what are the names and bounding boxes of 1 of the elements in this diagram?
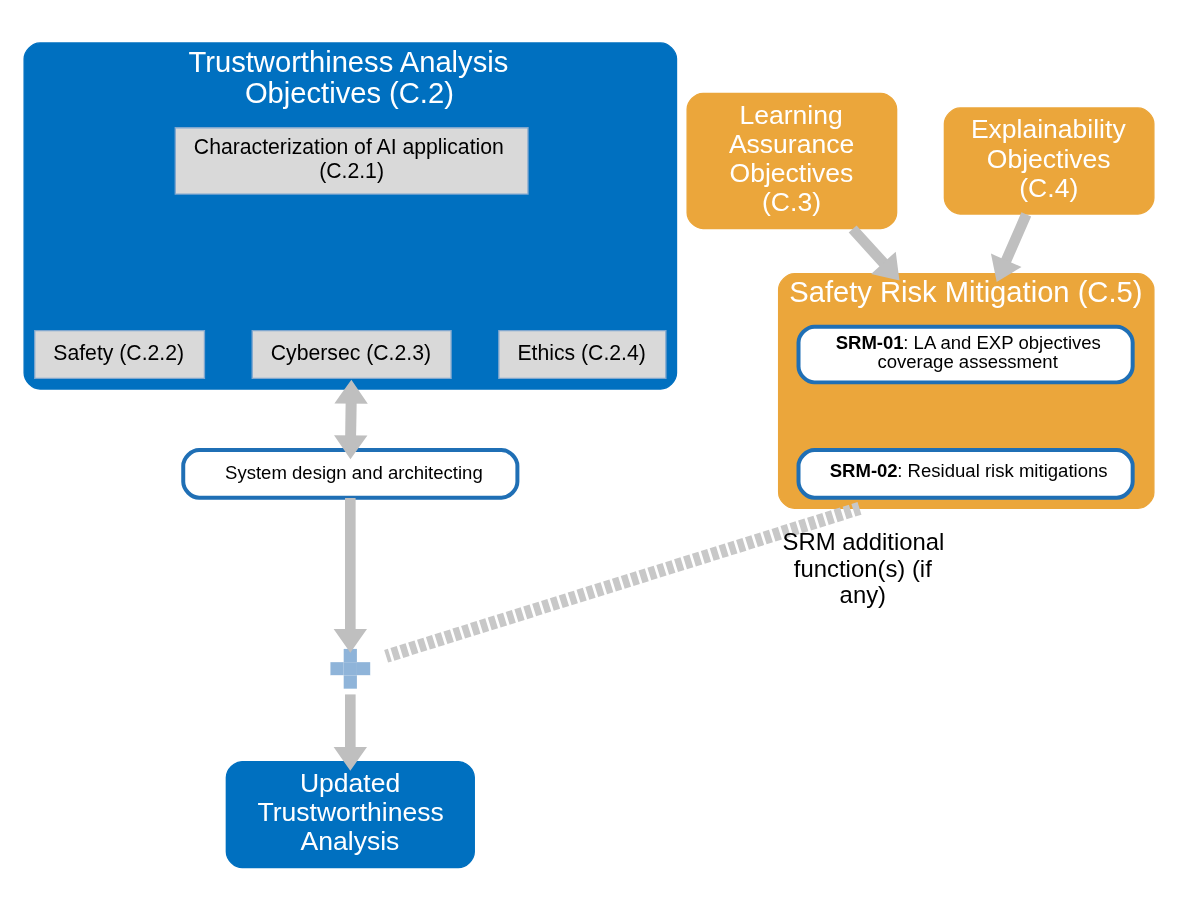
edge-label: SRM additional function(s) (if any) <box>782 527 945 609</box>
